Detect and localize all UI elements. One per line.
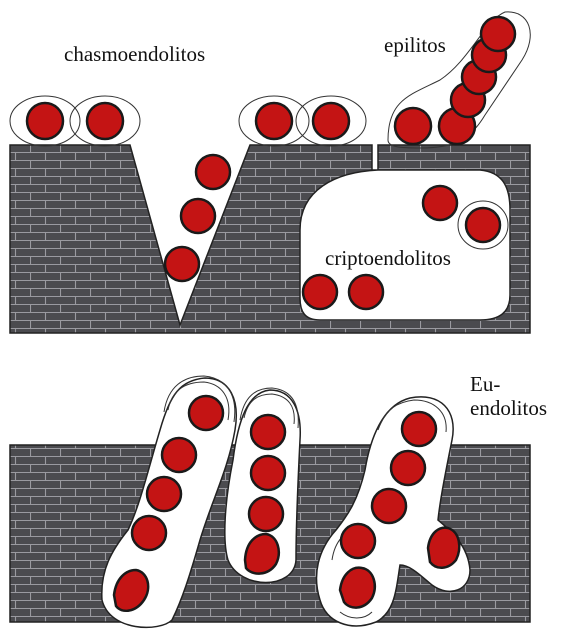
label-euendolitos: Eu- endolitos (470, 372, 547, 420)
epilithic-cells-left (10, 96, 140, 146)
label-euendolitos-line1: Eu- (470, 372, 547, 396)
label-chasmoendolitos: chasmoendolitos (64, 42, 205, 66)
epilithic-cells-middle (239, 96, 366, 146)
label-euendolitos-line2: endolitos (470, 396, 547, 420)
label-criptoendolitos: criptoendolitos (324, 246, 452, 270)
rock-upper (10, 145, 530, 333)
label-epilitos: epilitos (384, 33, 446, 57)
